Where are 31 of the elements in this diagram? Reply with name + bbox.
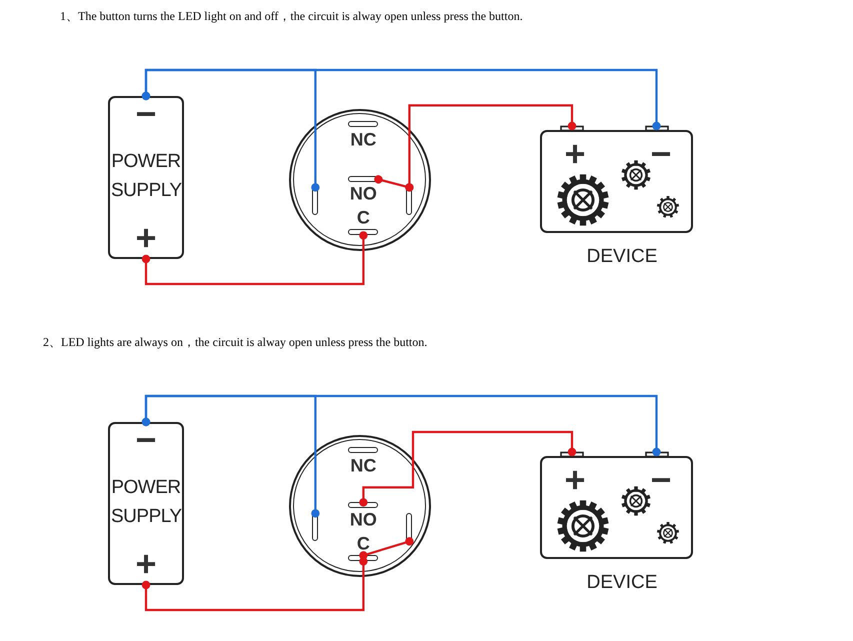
power-supply-label: POWER SUPPLY — [111, 150, 181, 203]
plus-sign: + — [135, 546, 157, 582]
terminal-label: NO — [350, 510, 377, 531]
heading: 2、LED lights are always on，the circuit is alway open unless press the button. — [43, 334, 428, 351]
wire — [142, 557, 368, 612]
terminal-label: NC — [350, 130, 376, 151]
minus-sign: − — [650, 462, 672, 498]
device-label: DEVICE — [586, 246, 658, 268]
minus-sign: − — [135, 96, 157, 132]
wire — [359, 537, 414, 560]
wire — [405, 104, 576, 192]
power-supply-label: POWER SUPPLY — [111, 476, 181, 529]
terminal-label: NO — [350, 184, 377, 205]
device-label: DEVICE — [586, 572, 658, 594]
push-button-switch — [289, 435, 431, 577]
heading: 1、The button turns the LED light on and off，the circuit is alway open unless press the button. — [60, 8, 523, 25]
plus-sign: + — [564, 462, 586, 498]
wire — [142, 68, 320, 192]
minus-sign: − — [135, 422, 157, 458]
power-supply-box — [108, 422, 184, 585]
terminal-label: NC — [350, 456, 376, 477]
wire — [142, 394, 320, 518]
wire — [359, 430, 576, 507]
terminal-label: C — [356, 208, 370, 229]
wire — [142, 231, 368, 286]
push-button-switch — [289, 109, 431, 251]
plus-sign: + — [135, 220, 157, 256]
power-supply-box — [108, 96, 184, 259]
plus-sign: + — [564, 136, 586, 172]
terminal-label: C — [356, 534, 370, 555]
minus-sign: − — [650, 136, 672, 172]
